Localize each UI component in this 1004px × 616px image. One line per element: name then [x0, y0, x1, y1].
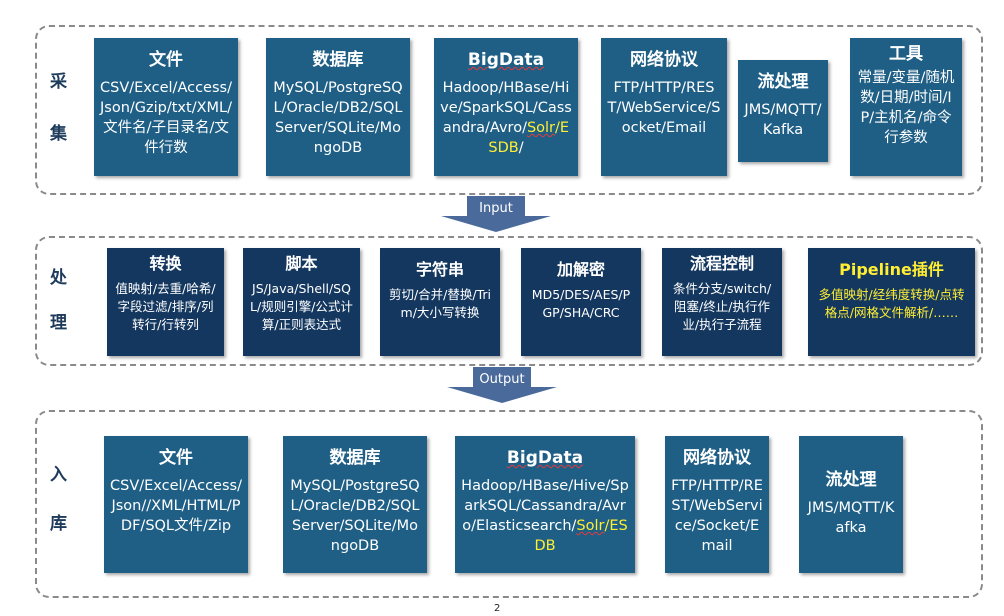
- store-net-text: FTP/HTTP/REST/WebService/Socket/Email: [671, 478, 763, 554]
- process-stage: [35, 236, 983, 366]
- store-stream-text: JMS/MQTT/Kafka: [807, 500, 895, 536]
- store-bigdata-title: BigData: [506, 448, 584, 468]
- collect-db-text: MySQL/PostgreSQL/Oracle/DB2/SQLServer/SQ…: [273, 80, 403, 156]
- input-arrow: [441, 196, 551, 232]
- store-db-box: 数据库 MySQL/PostgreSQL/Oracle/DB2/SQLServe…: [283, 436, 427, 573]
- store-bigdata-esdb: ESDB: [534, 518, 628, 554]
- collect-stream-text: JMS/MQTT/Kafka: [744, 102, 822, 138]
- process-script-box: 脚本 JS/Java/Shell/SQL/规则引擎/公式计算/正则表达式: [243, 248, 360, 356]
- process-pipeline-title: Pipeline插件: [839, 260, 944, 279]
- process-label-a: 处: [50, 268, 67, 288]
- process-crypto-text: MD5/DES/AES/PGP/SHA/CRC: [531, 287, 631, 320]
- process-flow-title: 流程控制: [689, 254, 754, 273]
- process-crypto-box: 加解密 MD5/DES/AES/PGP/SHA/CRC: [521, 248, 641, 356]
- process-crypto-title: 加解密: [556, 260, 605, 279]
- store-label-b: 库: [50, 514, 67, 534]
- collect-bigdata-title: BigData: [467, 50, 545, 70]
- store-net-box: 网络协议 FTP/HTTP/REST/WebService/Socket/Ema…: [665, 436, 769, 573]
- store-bigdata-box: BigData Hadoop/HBase/Hive/SparkSQL/Cassa…: [455, 436, 635, 573]
- process-string-title: 字符串: [415, 260, 464, 279]
- page-number: 2: [494, 603, 501, 614]
- store-file-title: 文件: [159, 448, 193, 468]
- store-net-title: 网络协议: [683, 448, 751, 468]
- collect-stage: [35, 25, 983, 195]
- process-label-b: 理: [50, 313, 67, 333]
- process-transform-title: 转换: [149, 254, 182, 273]
- collect-db-box: 数据库 MySQL/PostgreSQL/Oracle/DB2/SQLServe…: [266, 38, 410, 176]
- process-flow-box: 流程控制 条件分支/switch/阻塞/终止/执行作业/执行子流程: [662, 248, 782, 356]
- collect-bigdata-esdb: ESDB: [488, 120, 570, 156]
- process-transform-box: 转换 值映射/去重/哈希/字段过滤/排序/列转行/行转列: [107, 248, 224, 356]
- store-bigdata-main: Hadoop/HBase/Hive/SparkSQL/Cassandra/Avr…: [461, 478, 629, 534]
- collect-bigdata-solr: Solr: [526, 120, 556, 136]
- store-db-title: 数据库: [329, 448, 381, 468]
- process-pipeline-text: 多值映射/经纬度转换/点转格点/网格文件解析/……: [818, 287, 965, 320]
- collect-label-a: 采: [50, 72, 67, 92]
- collect-tools-title: 工具: [889, 44, 923, 64]
- collect-file-text: CSV/Excel/Access/Json/Gzip/txt/XML/文件名/子…: [100, 80, 232, 156]
- store-stream-box: 流处理 JMS/MQTT/Kafka: [799, 436, 903, 573]
- process-flow-text: 条件分支/switch/阻塞/终止/执行作业/执行子流程: [672, 281, 772, 332]
- store-file-text: CSV/Excel/Access/Json//XML/HTML/PDF/SQL文…: [110, 478, 242, 534]
- collect-net-box: 网络协议 FTP/HTTP/REST/WebService/Socket/Ema…: [601, 38, 727, 176]
- collect-bigdata-sep: /: [555, 120, 560, 136]
- input-arrow-label: Input: [479, 201, 513, 216]
- collect-tools-box: 工具 常量/变量/随机数/日期/时间/IP/主机名/命令行参数: [850, 38, 962, 176]
- collect-tools-text: 常量/变量/随机数/日期/时间/IP/主机名/命令行参数: [857, 70, 955, 146]
- collect-bigdata-main: Hadoop/HBase/Hive/SparkSQL/Cassandra/Avr…: [440, 80, 572, 136]
- process-string-box: 字符串 剪切/合并/替换/Trim/大小写转换: [380, 248, 500, 356]
- output-arrow-label: Output: [479, 372, 525, 387]
- collect-file-box: 文件 CSV/Excel/Access/Json/Gzip/txt/XML/文件…: [94, 38, 238, 176]
- process-transform-text: 值映射/去重/哈希/字段过滤/排序/列转行/行转列: [115, 281, 216, 332]
- collect-label-b: 集: [50, 124, 67, 144]
- collect-bigdata-text: Hadoop/HBase/Hive/SparkSQL/Cassandra/Avr…: [440, 78, 572, 158]
- process-string-text: 剪切/合并/替换/Trim/大小写转换: [388, 287, 492, 320]
- process-script-title: 脚本: [285, 254, 318, 273]
- store-stream-title: 流处理: [825, 470, 877, 490]
- process-script-text: JS/Java/Shell/SQL/规则引擎/公式计算/正则表达式: [250, 281, 353, 332]
- output-arrow: [447, 367, 557, 403]
- store-file-box: 文件 CSV/Excel/Access/Json//XML/HTML/PDF/S…: [104, 436, 248, 573]
- collect-net-title: 网络协议: [630, 50, 698, 70]
- store-db-text: MySQL/PostgreSQL/Oracle/DB2/SQLServer/SQ…: [290, 478, 420, 554]
- collect-bigdata-box: BigData Hadoop/HBase/Hive/SparkSQL/Cassa…: [434, 38, 578, 176]
- store-bigdata-sep: /: [604, 518, 610, 534]
- store-label-a: 入: [50, 465, 67, 485]
- collect-bigdata-end: /: [518, 140, 524, 156]
- collect-file-title: 文件: [149, 50, 183, 70]
- process-pipeline-box: Pipeline插件 多值映射/经纬度转换/点转格点/网格文件解析/……: [808, 248, 975, 356]
- collect-db-title: 数据库: [312, 50, 364, 70]
- store-bigdata-text: Hadoop/HBase/Hive/SparkSQL/Cassandra/Avr…: [461, 476, 629, 556]
- store-stage: [35, 410, 983, 598]
- store-bigdata-solr: Solr: [576, 518, 605, 534]
- collect-net-text: FTP/HTTP/REST/WebService/Socket/Email: [607, 80, 721, 136]
- collect-stream-box: 流处理 JMS/MQTT/Kafka: [738, 60, 828, 162]
- collect-stream-title: 流处理: [757, 72, 809, 92]
